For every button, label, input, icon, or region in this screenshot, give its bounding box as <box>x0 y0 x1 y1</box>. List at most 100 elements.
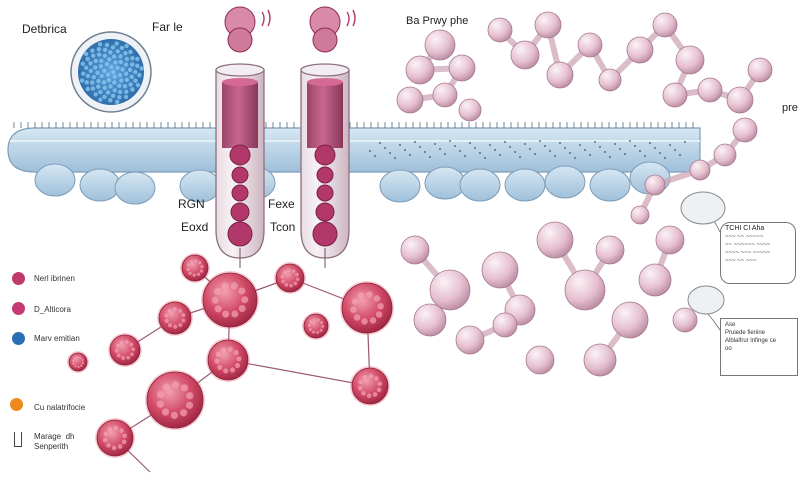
dish-colony <box>117 83 122 89</box>
protein-sphere <box>726 86 754 114</box>
cell-texture <box>124 340 129 344</box>
cell-texture <box>200 264 204 269</box>
membrane-particle <box>514 151 516 153</box>
cell-texture <box>284 282 289 287</box>
dish-colony <box>99 73 104 79</box>
cell-texture <box>309 320 313 324</box>
legend-swatch-2 <box>12 302 25 315</box>
dish-colony <box>128 82 133 87</box>
protein-sphere <box>546 61 574 89</box>
protein-sphere <box>481 251 519 289</box>
label-tube-right-1: Fexe <box>268 197 295 211</box>
dish-colony <box>102 68 107 74</box>
protein-sphere <box>455 325 485 355</box>
dish-colony <box>101 80 107 85</box>
dish-colony <box>85 86 91 92</box>
cell-texture <box>199 269 204 273</box>
membrane-particle <box>369 150 371 152</box>
cell-texture <box>171 380 180 389</box>
legend-bracket-icon <box>14 432 22 447</box>
membrane-particle <box>554 155 556 157</box>
cell-texture <box>229 367 236 373</box>
membrane-particle <box>414 141 416 143</box>
membrane-particle <box>529 148 531 150</box>
cell-texture <box>307 324 311 328</box>
membrane-particle <box>484 157 486 159</box>
protein-sphere <box>595 235 625 265</box>
membrane-particle <box>489 144 491 146</box>
cell-texture <box>186 263 191 267</box>
cell-texture <box>221 282 229 290</box>
cell-texture <box>312 318 316 322</box>
protein-network <box>396 11 773 377</box>
dish-colony <box>85 73 91 79</box>
tube-bead <box>316 166 334 184</box>
membrane-particle <box>534 153 536 155</box>
dish-colony <box>85 56 90 62</box>
dish-colony <box>90 80 95 85</box>
tube-top-bulb <box>227 27 253 53</box>
membrane-particle <box>504 141 506 143</box>
membrane-particle <box>444 153 446 155</box>
cell-texture <box>308 328 312 332</box>
cell-texture <box>293 281 298 286</box>
dish-colony <box>130 56 135 61</box>
test-tube-left <box>215 6 271 268</box>
membrane-particle <box>524 143 526 145</box>
dish-colony <box>93 92 98 97</box>
callout-bottom-line: Pruiede fieriine <box>725 330 766 336</box>
cell-texture <box>316 318 320 322</box>
cell-texture <box>316 330 320 334</box>
cell-texture <box>102 437 108 443</box>
dish-colony <box>124 77 130 83</box>
dish-colony <box>124 89 129 95</box>
protein-sphere <box>458 98 482 122</box>
membrane-particle <box>434 143 436 145</box>
device-icon <box>687 285 725 315</box>
dish-colony <box>119 45 125 51</box>
cell-texture <box>350 306 357 314</box>
legend-label-3: Marv emitian <box>34 334 80 343</box>
dish-colony <box>122 84 128 89</box>
cell-body <box>275 263 305 293</box>
cell-texture <box>74 365 77 368</box>
cell-body <box>351 367 389 405</box>
tube-rim <box>215 63 265 77</box>
legend-swatch-4 <box>10 398 23 411</box>
tube-bead <box>231 166 249 184</box>
dish-colony <box>135 83 141 88</box>
membrane-particle <box>559 142 561 144</box>
protein-sphere <box>611 301 649 339</box>
cell-texture <box>126 355 131 360</box>
protein-sphere <box>583 343 617 377</box>
dish-colony <box>98 64 104 69</box>
protein-sphere <box>662 82 688 108</box>
cell-texture <box>376 387 382 393</box>
tube-bead <box>227 221 253 247</box>
tube-bead <box>229 144 251 166</box>
protein-sphere <box>405 55 435 85</box>
device-icon <box>680 191 726 225</box>
membrane-lobe <box>589 168 631 202</box>
cell-texture <box>366 393 372 399</box>
cell-membrane <box>7 122 701 205</box>
dish-colony <box>124 43 129 49</box>
dish-colony <box>81 71 86 76</box>
dish-colony <box>96 47 102 52</box>
protein-sphere <box>644 174 666 196</box>
cell-texture <box>192 273 196 277</box>
cell-texture <box>295 277 300 282</box>
dish-colony <box>102 53 107 58</box>
dish-colony <box>130 62 135 67</box>
dish-colony <box>102 47 108 52</box>
protein-sphere <box>672 307 698 333</box>
tube-bead <box>312 221 338 247</box>
dish-colony <box>111 69 116 75</box>
label-tube-left-2: Eoxd <box>181 220 209 234</box>
tube-bead <box>230 202 250 222</box>
dish-colony <box>108 84 113 89</box>
membrane-particle <box>564 147 566 149</box>
dish-colony <box>123 62 129 67</box>
dish-colony <box>123 71 129 76</box>
